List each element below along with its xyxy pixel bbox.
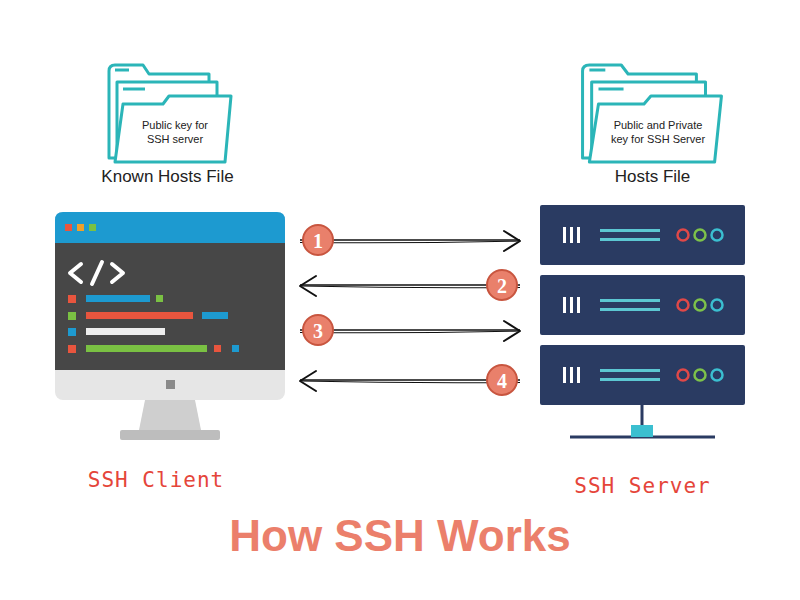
code-line: [202, 312, 228, 319]
rack-slot: [563, 367, 566, 383]
code-line: [86, 295, 150, 302]
arrow-head: [504, 231, 520, 251]
code-mark: [68, 312, 76, 320]
code-line: [86, 328, 165, 335]
monitor-chin: [55, 212, 285, 400]
arrow-head: [504, 321, 520, 341]
monitor-illustration: [55, 212, 285, 444]
folder-sheet-line: [598, 88, 623, 91]
window-bar: [55, 212, 285, 243]
message-arrow: [300, 225, 520, 255]
code-mark: [156, 295, 163, 302]
rack-bar: [600, 369, 660, 372]
step-badge: [303, 315, 333, 345]
status-light: [678, 300, 689, 311]
key-note: Public key for SSH server: [131, 110, 219, 155]
rack-slot: [570, 227, 573, 243]
rack-slot: [577, 367, 580, 383]
code-symbol: [70, 262, 123, 284]
code-line: [86, 312, 193, 319]
message-arrow: [300, 365, 520, 395]
rack-slot: [577, 297, 580, 313]
status-light: [712, 370, 723, 381]
window-dot: [89, 224, 96, 231]
screen-panel: [55, 243, 285, 370]
monitor-base: [120, 430, 220, 440]
code-mark: [232, 345, 239, 352]
rack-slot: [570, 367, 573, 383]
step-number: 3: [303, 316, 333, 346]
rack-slot: [570, 297, 573, 313]
status-light: [712, 230, 723, 241]
status-light: [695, 230, 706, 241]
folder-tab-line: [589, 69, 605, 72]
rack-bar: [600, 229, 660, 232]
folder-front: [115, 96, 231, 162]
power-button: [166, 380, 175, 389]
key-file-folder: Public key for SSH serverKnown Hosts Fil…: [85, 55, 250, 190]
status-light: [712, 300, 723, 311]
window-dot: [65, 224, 72, 231]
code-mark: [214, 345, 221, 352]
status-light: [695, 370, 706, 381]
rack-bar: [600, 308, 660, 311]
file-name: Known Hosts File: [85, 167, 250, 187]
rack-bar: [600, 238, 660, 241]
step-badge: [303, 225, 333, 255]
server-rack: [540, 275, 745, 335]
arrow-head: [300, 276, 316, 296]
window-dot: [77, 224, 84, 231]
rack-slot: [563, 297, 566, 313]
device-label: SSH Client: [70, 468, 242, 493]
rack-slot: [577, 227, 580, 243]
status-light: [678, 370, 689, 381]
key-file-folder: Public and Private key for SSH ServerHos…: [560, 55, 745, 190]
code-mark: [68, 295, 76, 303]
rack-bar: [600, 299, 660, 302]
code-line: [86, 345, 207, 352]
folder-tab-line: [115, 69, 129, 72]
code-mark: [68, 328, 76, 336]
server-stack: SSH Server: [520, 203, 750, 503]
client-computer: SSH Client: [55, 212, 300, 504]
status-light: [695, 300, 706, 311]
diagram-title: How SSH Works: [0, 510, 800, 562]
folder-sheet-line: [123, 88, 145, 91]
step-number: 1: [303, 226, 333, 256]
network-port: [631, 425, 653, 437]
key-note: Public and Private key for SSH Server: [606, 110, 710, 155]
message-arrow: [300, 270, 520, 300]
step-badge: [487, 270, 517, 300]
message-arrow: [300, 315, 520, 345]
rack-slot: [563, 227, 566, 243]
server-illustration: [535, 203, 750, 443]
status-light: [678, 230, 689, 241]
step-number: 4: [487, 366, 517, 396]
folder-front: [589, 96, 721, 162]
code-mark: [68, 345, 76, 353]
server-rack: [540, 345, 745, 405]
folder-icon: [578, 60, 726, 165]
arrow-head: [300, 371, 316, 391]
rack-bar: [600, 378, 660, 381]
server-rack: [540, 205, 745, 265]
device-label: SSH Server: [535, 474, 750, 499]
step-number: 2: [487, 271, 517, 301]
step-badge: [487, 365, 517, 395]
monitor-neck: [139, 400, 201, 430]
folder-icon: [105, 60, 235, 165]
file-name: Hosts File: [560, 167, 745, 187]
